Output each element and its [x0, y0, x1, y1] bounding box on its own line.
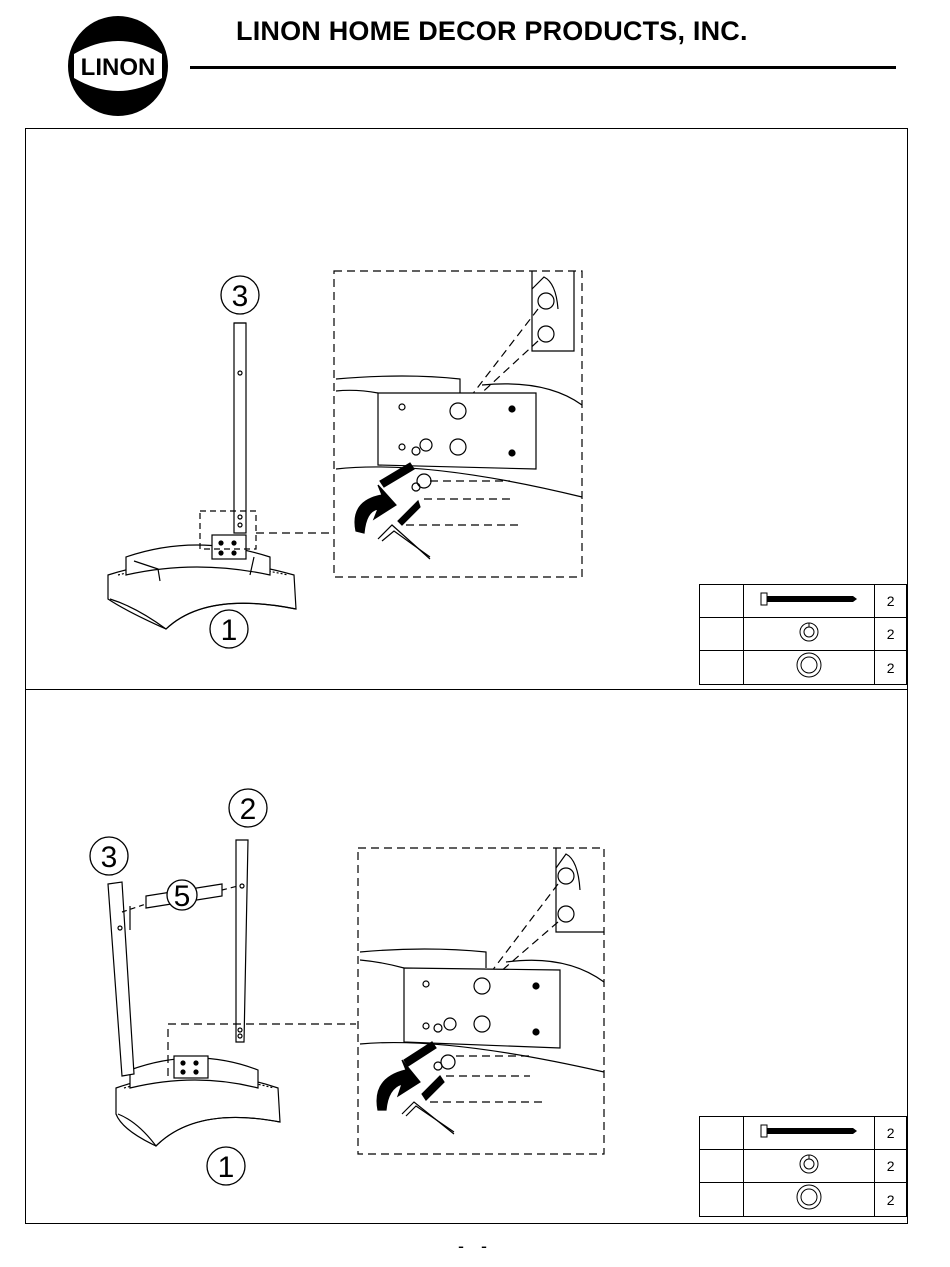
flat-washer-icon: [795, 1183, 823, 1211]
spring-washer-icon: [798, 1153, 820, 1175]
parts-qty: 2: [875, 618, 907, 651]
linon-logo: LINON: [62, 14, 174, 118]
title-rule: [190, 66, 896, 69]
step-1-parts-table: 2 2 2: [699, 584, 907, 685]
company-title: LINON HOME DECOR PRODUCTS, INC.: [236, 16, 748, 47]
flat-washer-icon: [795, 651, 823, 679]
step-2-panel: 2 3 5 1 2 2 2: [25, 689, 908, 1224]
parts-qty: 2: [875, 1183, 907, 1217]
page-number: - -: [458, 1236, 493, 1257]
callout-left-post: 3: [101, 841, 118, 874]
parts-row-flat-washer: 2: [700, 1183, 907, 1217]
parts-qty: 2: [875, 585, 907, 618]
callout-rail: 5: [174, 880, 191, 913]
parts-qty: 2: [875, 651, 907, 685]
spring-washer-icon: [798, 621, 820, 643]
svg-text:LINON: LINON: [81, 54, 156, 81]
step-1-panel: 3 1 2 2 2: [25, 128, 908, 690]
parts-row-flat-washer: 2: [700, 651, 907, 685]
long-bolt-icon: [759, 592, 859, 606]
callout-back-post: 3: [232, 280, 249, 313]
parts-row-spring-washer: 2: [700, 1150, 907, 1183]
parts-qty: 2: [875, 1150, 907, 1183]
callout-right-post: 2: [240, 793, 257, 826]
parts-row-bolt: 2: [700, 585, 907, 618]
parts-row-bolt: 2: [700, 1117, 907, 1150]
callout-seat: 1: [218, 1151, 235, 1184]
step-2-parts-table: 2 2 2: [699, 1116, 907, 1217]
long-bolt-icon: [759, 1124, 859, 1138]
callout-seat: 1: [221, 614, 238, 647]
parts-qty: 2: [875, 1117, 907, 1150]
parts-row-spring-washer: 2: [700, 618, 907, 651]
